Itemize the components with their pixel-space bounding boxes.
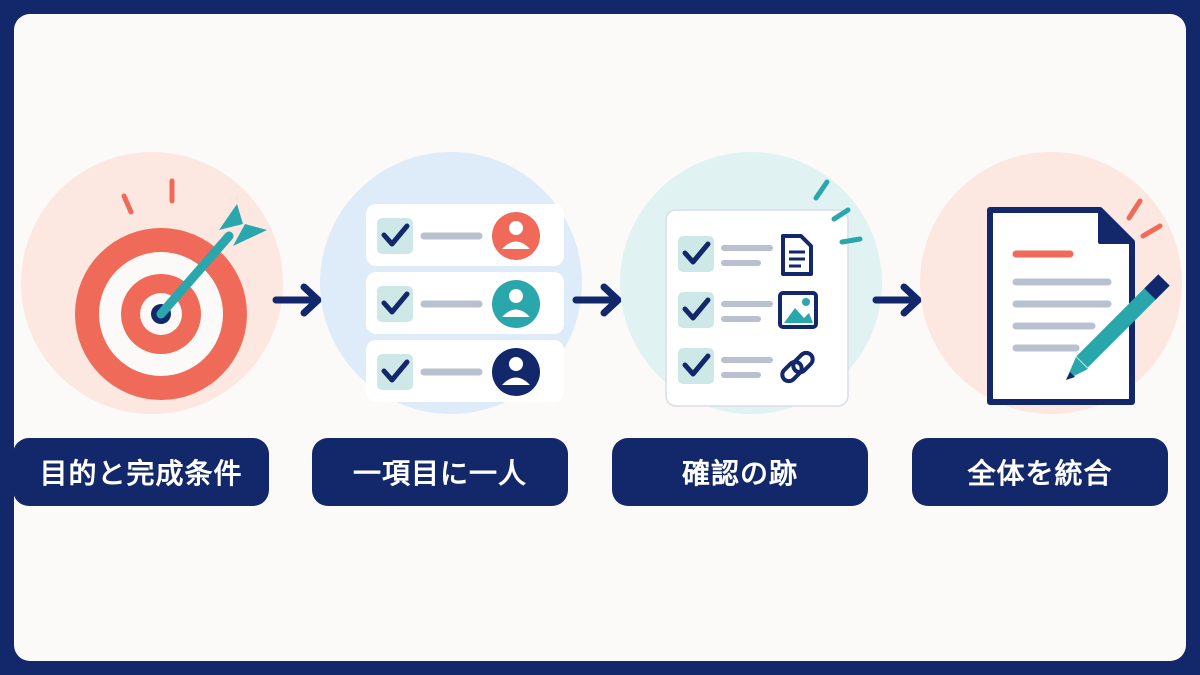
arrow-1 [268, 282, 328, 318]
verified-evidence-checklist-icon [665, 179, 863, 407]
slide-canvas: 目的と完成条件 [13, 14, 1186, 661]
step-assign-label: 一項目に一人 [312, 438, 568, 506]
evidence-row-image [678, 291, 818, 329]
step-assign-circle [320, 152, 582, 414]
assign-row-3 [366, 340, 564, 402]
step-integrate-label: 全体を統合 [912, 438, 1168, 506]
assign-row-1 [366, 204, 564, 266]
right-arrow-icon [572, 283, 622, 317]
step-goal-label: 目的と完成条件 [13, 438, 269, 506]
arrow-3 [868, 282, 928, 318]
evidence-row-document [678, 234, 813, 276]
evidence-row-link [678, 348, 815, 384]
step-integrate-circle [920, 152, 1182, 414]
step-goal: 目的と完成条件 [2, 14, 302, 661]
step-verify: 確認の跡 [601, 14, 901, 661]
target-with-dart-icon [75, 178, 267, 400]
step-verify-label: 確認の跡 [612, 438, 868, 506]
step-goal-circle [21, 152, 283, 414]
assign-row-2 [366, 272, 564, 334]
assigned-checklist-icon [366, 204, 564, 402]
right-arrow-icon [272, 283, 322, 317]
pencil-icon [1066, 274, 1170, 380]
step-assign: 一項目に一人 [301, 14, 601, 661]
step-verify-circle [620, 152, 882, 414]
right-arrow-icon [872, 283, 922, 317]
document-with-pencil-icon [987, 198, 1170, 405]
step-integrate: 全体を統合 [901, 14, 1200, 661]
arrow-2 [568, 282, 628, 318]
